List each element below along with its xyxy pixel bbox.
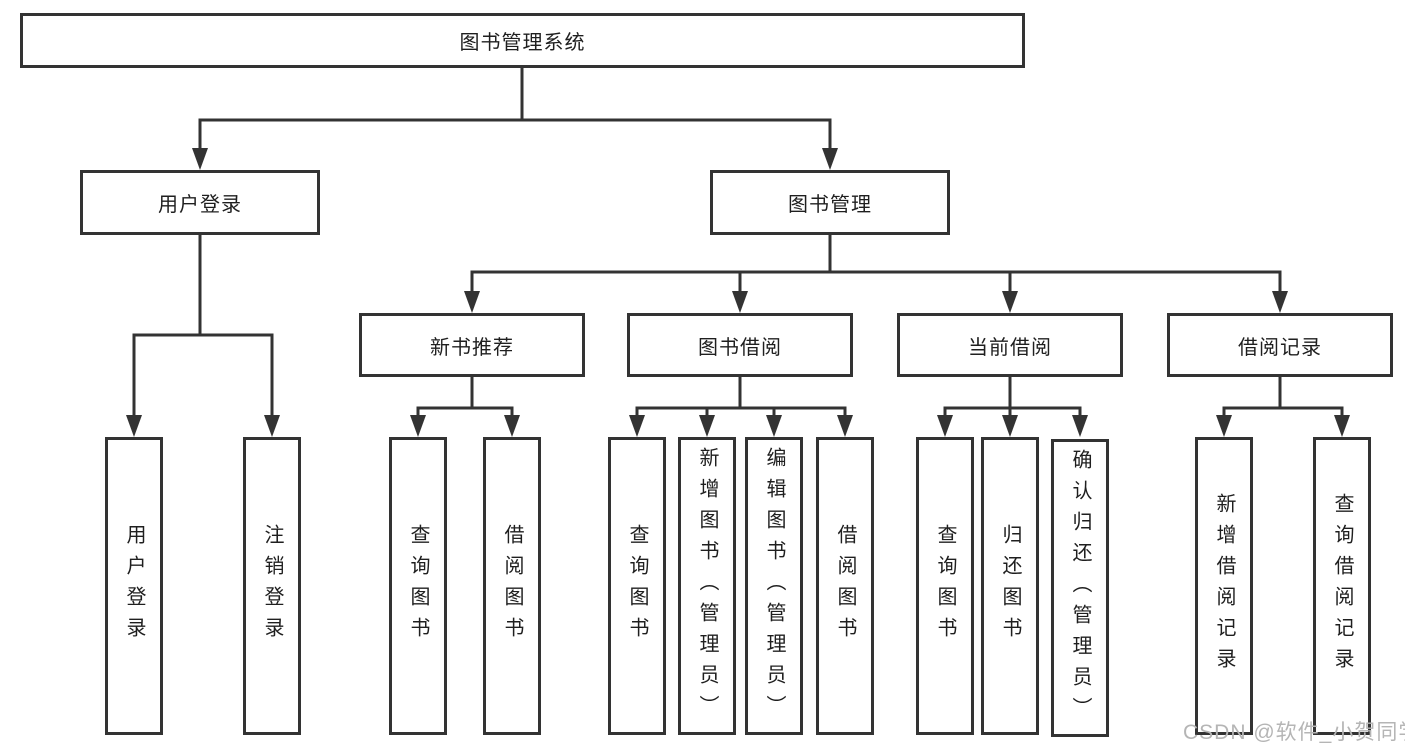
node-book-borrow: 图书借阅 bbox=[627, 313, 853, 377]
node-borrow-records: 借阅记录 bbox=[1167, 313, 1393, 377]
node-current-borrow: 当前借阅 bbox=[897, 313, 1123, 377]
leaf-confirm-return-admin: 确认归还（管理员） bbox=[1051, 439, 1109, 737]
leaf-label: 归还图书 bbox=[999, 524, 1021, 648]
leaf-label: 注销登录 bbox=[261, 524, 283, 648]
branch-user-login bbox=[126, 235, 280, 437]
leaf-add-book-admin: 新增图书（管理员） bbox=[678, 437, 736, 735]
leaf-edit-book-admin: 编辑图书（管理员） bbox=[745, 437, 803, 735]
leaf-borrow-books-recommend: 借阅图书 bbox=[483, 437, 541, 735]
leaf-label: 编辑图书（管理员） bbox=[763, 446, 785, 726]
leaf-user-login: 用户登录 bbox=[105, 437, 163, 735]
leaf-label: 确认归还（管理员） bbox=[1069, 448, 1091, 728]
branch-book-borrow bbox=[629, 377, 853, 437]
node-new-book-recommend: 新书推荐 bbox=[359, 313, 585, 377]
leaf-label: 新增借阅记录 bbox=[1213, 493, 1235, 679]
branch-borrow-records bbox=[1216, 377, 1350, 437]
leaf-logout: 注销登录 bbox=[243, 437, 301, 735]
leaf-add-borrow-record: 新增借阅记录 bbox=[1195, 437, 1253, 735]
leaf-query-borrow-record: 查询借阅记录 bbox=[1313, 437, 1371, 735]
leaf-query-books-borrow: 查询图书 bbox=[608, 437, 666, 735]
leaf-borrow-book: 借阅图书 bbox=[816, 437, 874, 735]
leaf-return-book: 归还图书 bbox=[981, 437, 1039, 735]
leaf-label: 查询图书 bbox=[626, 524, 648, 648]
branch-current-borrow bbox=[937, 377, 1088, 437]
branch-new-book-recommend bbox=[410, 377, 520, 437]
branch-root bbox=[192, 68, 838, 170]
leaf-label: 用户登录 bbox=[123, 524, 145, 648]
leaf-query-books-current: 查询图书 bbox=[916, 437, 974, 735]
node-book-management: 图书管理 bbox=[710, 170, 950, 235]
leaf-label: 查询图书 bbox=[934, 524, 956, 648]
branch-book-management bbox=[464, 235, 1288, 313]
leaf-query-books-recommend: 查询图书 bbox=[389, 437, 447, 735]
node-system-root: 图书管理系统 bbox=[20, 13, 1025, 68]
csdn-watermark: CSDN @软件_小贺同学 bbox=[1183, 721, 1405, 744]
leaf-label: 查询借阅记录 bbox=[1331, 493, 1353, 679]
node-user-login: 用户登录 bbox=[80, 170, 320, 235]
leaf-label: 借阅图书 bbox=[834, 524, 856, 648]
leaf-label: 新增图书（管理员） bbox=[696, 446, 718, 726]
leaf-label: 借阅图书 bbox=[501, 524, 523, 648]
leaf-label: 查询图书 bbox=[407, 524, 429, 648]
